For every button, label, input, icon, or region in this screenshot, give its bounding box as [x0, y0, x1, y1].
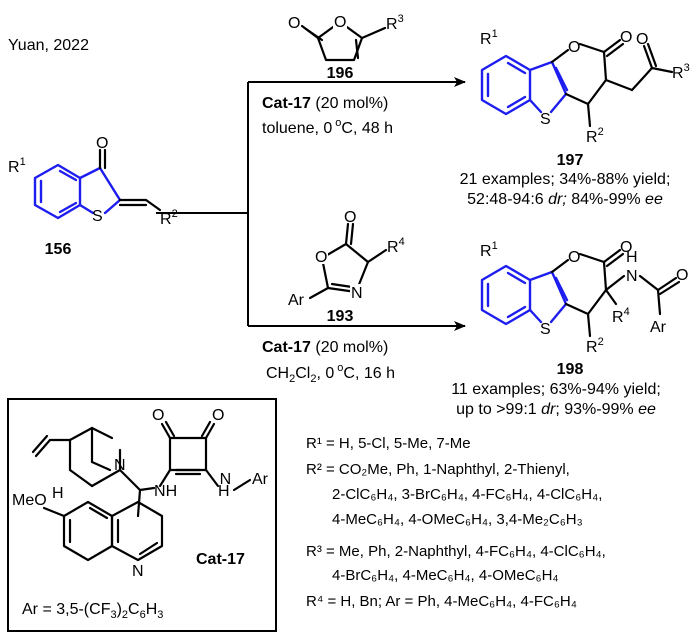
- r1-definition: R¹ = H, 5-Cl, 5-Me, 7-Me: [306, 435, 471, 452]
- r2-definition-1: R² = CO₂Me, Ph, 1-Naphthyl, 2-Thienyl,: [306, 461, 570, 478]
- catalyst-o-left: O: [152, 407, 164, 424]
- product-198: R1 O O O H N S R4 Ar R2 198: [480, 239, 688, 378]
- substrate-156: R1 O S R2 156: [8, 135, 178, 258]
- reagent-193-ar: Ar: [288, 292, 305, 309]
- product-197-s: S: [540, 111, 551, 128]
- substrate-r2: R2: [160, 208, 178, 228]
- r2-definition-2: 2-ClC₆H₄, 3-BrC₆H₄, 4-FC₆H₄, 4-ClC₆H₄,: [332, 486, 602, 503]
- catalyst-nh-left: NH: [154, 483, 177, 500]
- reagent-193-id: 193: [327, 308, 354, 325]
- product-198-o-carbonyl: O: [620, 239, 632, 256]
- upper-catalyst: Cat-17 (20 mol%): [262, 95, 388, 112]
- substrate-r1: R1: [8, 156, 26, 176]
- lower-catalyst: Cat-17 (20 mol%): [262, 339, 388, 356]
- r4-definition: R⁴ = H, Bn; Ar = Ph, 4-MeC₆H₄, 4-FC₆H₄: [306, 593, 577, 610]
- product-197-id: 197: [557, 152, 584, 169]
- substrate-o: O: [96, 135, 108, 152]
- catalyst-box: [7, 398, 277, 632]
- reagent-193-r4: R4: [387, 236, 405, 256]
- author-year: Yuan, 2022: [8, 37, 89, 54]
- product-197: R1 O O O S R2 R3 197: [480, 28, 690, 169]
- substrate-s: S: [92, 208, 103, 225]
- reagent-196-o-carbonyl: O: [288, 15, 300, 32]
- product-198-ar: Ar: [650, 319, 667, 336]
- r3-definition-2: 4-BrC₆H₄, 4-MeC₆H₄, 4-OMeC₆H₄: [332, 567, 559, 584]
- catalyst-meo: MeO: [12, 492, 47, 509]
- product-198-result-1: 11 examples; 63%-94% yield;: [451, 381, 661, 398]
- catalyst-name: Cat-17: [196, 551, 245, 568]
- product-198-r2: R2: [586, 336, 604, 356]
- product-197-result-1: 21 examples; 34%-88% yield;: [460, 171, 671, 188]
- product-198-n: N: [626, 268, 638, 285]
- product-198-result-2: up to >99:1 dr; 93%-99% ee: [456, 401, 656, 418]
- reagent-193-o-carbonyl: O: [344, 209, 356, 226]
- product-197-result-2: 52:48-94:6 dr; 84%-99% ee: [467, 191, 663, 208]
- product-197-o-ring: O: [568, 39, 580, 56]
- product-198-r4: R4: [612, 306, 630, 326]
- catalyst-n-quinuclidine: N: [114, 457, 126, 474]
- product-198-r1: R1: [480, 240, 498, 260]
- catalyst-ar-definition: Ar = 3,5-(CF3)2C6H3: [22, 601, 163, 621]
- product-197-o-ketone: O: [636, 31, 648, 48]
- r3-definition-1: R³ = Me, Ph, 2-Naphthyl, 4-FC₆H₄, 4-ClC₆…: [306, 543, 606, 560]
- product-197-r2: R2: [586, 126, 604, 146]
- substituent-definitions: R¹ = H, 5-Cl, 5-Me, 7-Me R² = CO₂Me, Ph,…: [306, 435, 606, 610]
- reagent-196-id: 196: [327, 65, 354, 82]
- product-198-o-ring: O: [568, 249, 580, 266]
- product-198-h: H: [626, 249, 638, 266]
- product-197-r3: R3: [672, 62, 690, 82]
- catalyst-ar: Ar: [252, 471, 269, 488]
- reagent-193-n: N: [351, 285, 363, 302]
- catalyst-n-quinoline: N: [132, 563, 144, 580]
- reagent-196-r3: R3: [386, 13, 404, 33]
- product-198-o-amide: O: [676, 267, 688, 284]
- reagent-193: O O N Ar R4 193: [288, 209, 405, 325]
- r2-definition-3: 4-MeC₆H₄, 4-OMeC₆H₄, 3,4-Me₂C₆H₃: [332, 511, 583, 528]
- product-197-o-carbonyl: O: [620, 29, 632, 46]
- catalyst-structure: O O N H NH HN Ar MeO N Cat-17: [12, 407, 269, 580]
- reagent-196-o-ring: O: [334, 14, 346, 31]
- catalyst-nh-right: HN: [218, 471, 231, 500]
- catalyst-h: H: [52, 485, 64, 502]
- product-198-s: S: [540, 321, 551, 338]
- substrate-id: 156: [45, 241, 72, 258]
- product-198-id: 198: [557, 361, 584, 378]
- reagent-193-o-ring: O: [315, 249, 327, 266]
- catalyst-o-right: O: [212, 407, 224, 424]
- product-197-r1: R1: [480, 28, 498, 48]
- reagent-196: O O R3 196: [288, 13, 404, 82]
